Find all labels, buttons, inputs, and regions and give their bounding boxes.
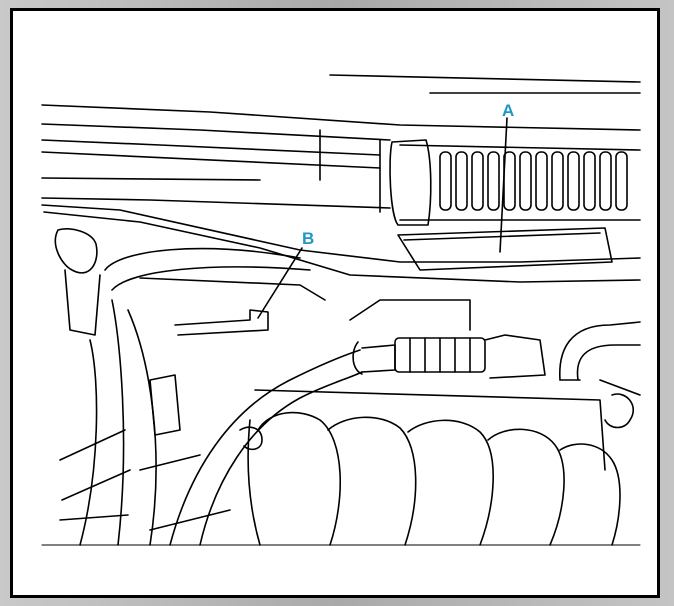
cowl-grille — [389, 139, 641, 226]
callout-b-label: B — [302, 229, 314, 248]
center-hose — [169, 299, 546, 546]
callout-a-label: A — [502, 101, 514, 120]
cowl-panel — [41, 104, 641, 283]
part-a-plate — [397, 227, 613, 271]
intake-manifold — [239, 389, 621, 546]
right-pipe — [559, 321, 641, 429]
callout-leaders — [257, 117, 508, 319]
part-b-bracket — [139, 277, 326, 336]
figure-frame — [10, 8, 660, 598]
hood-edge-lines — [329, 74, 641, 94]
left-hoses — [54, 228, 311, 546]
